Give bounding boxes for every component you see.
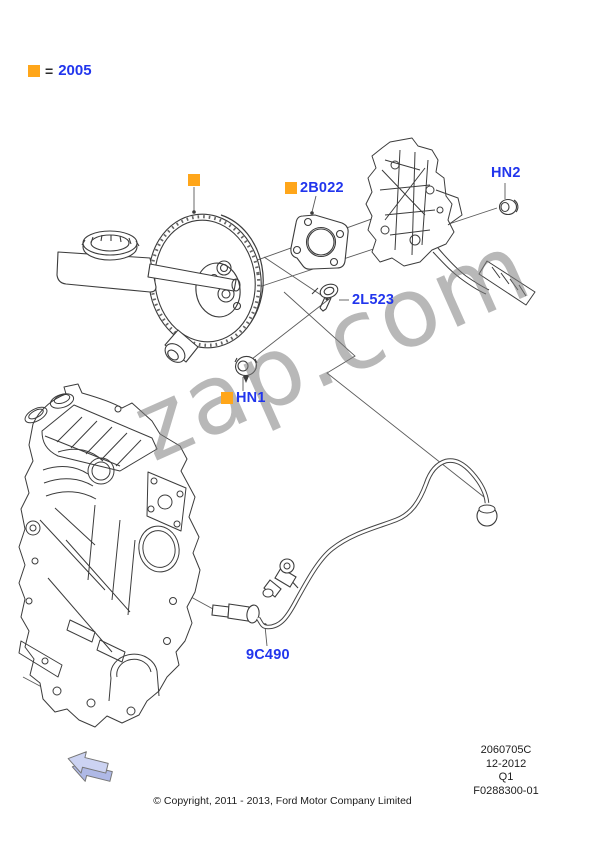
year-marker-icon — [221, 392, 233, 404]
doc-date: 12-2012 — [485, 757, 527, 770]
part-label-2b022[interactable]: 2B022 — [285, 180, 344, 196]
vacuum-hose-drawing — [211, 458, 498, 630]
drawing-reference-block: 2060705C 12-2012 Q1 F0288300-01 — [440, 744, 572, 798]
doc-code: 2060705C — [480, 744, 532, 756]
nut-hn2-drawing — [498, 198, 519, 216]
bolt-2l523-drawing — [311, 283, 339, 312]
nut-hn1-drawing — [234, 355, 258, 383]
part-label-9c490[interactable]: 9C490 — [246, 647, 290, 663]
figure-code: F0288300-01 — [473, 784, 539, 797]
brake-booster-drawing — [56, 213, 264, 363]
pedal-bracket-drawing — [365, 137, 536, 306]
legend-year: 2005 — [58, 62, 92, 79]
part-label-2l523[interactable]: 2L523 — [352, 292, 394, 308]
front-direction-arrow-icon — [67, 751, 113, 782]
year-marker-icon — [188, 174, 200, 186]
engine-drawing — [18, 383, 201, 728]
part-number-text: 2B022 — [300, 180, 344, 196]
year-marker-icon — [28, 64, 40, 77]
year-legend: = 2005 — [28, 62, 92, 79]
part-number-text: 9C490 — [246, 647, 290, 663]
legend-equals: = — [45, 62, 54, 79]
part-marker-booster — [188, 174, 200, 186]
part-label-hn1[interactable]: HN1 — [221, 390, 266, 406]
doc-quarter: Q1 — [498, 771, 514, 783]
copyright-notice: © Copyright, 2011 - 2013, Ford Motor Com… — [153, 795, 412, 807]
part-number-text: 2L523 — [352, 292, 395, 308]
year-marker-icon — [285, 182, 297, 194]
part-number-text: HN1 — [236, 390, 266, 406]
part-label-hn2[interactable]: HN2 — [491, 165, 521, 181]
part-number-text: HN2 — [491, 165, 521, 181]
gasket-drawing — [290, 214, 349, 270]
